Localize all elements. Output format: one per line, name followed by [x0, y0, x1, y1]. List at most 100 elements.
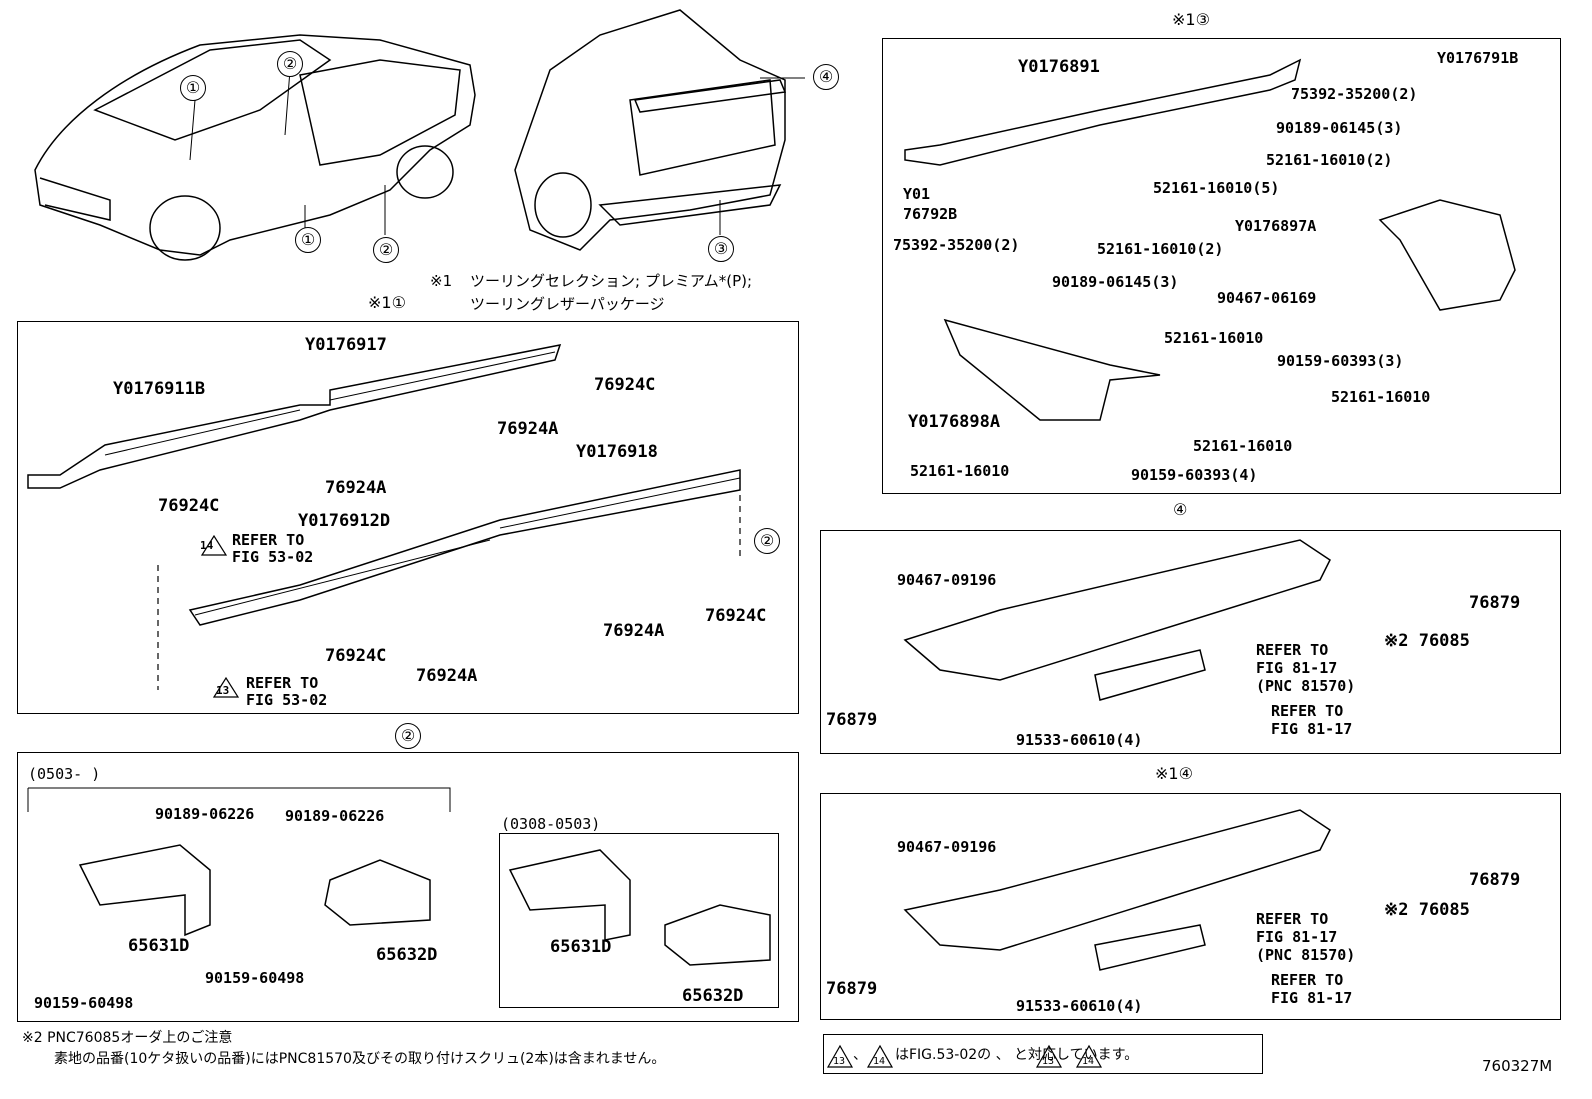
part-label: 52161-16010	[1193, 437, 1293, 455]
panel-a	[17, 321, 799, 714]
part-label: 76879	[1469, 593, 1521, 613]
panel-b	[882, 38, 1561, 494]
triangle-13-icon: 13	[1042, 1056, 1055, 1067]
part-label: ※2 76085	[1384, 631, 1470, 651]
panel-c-title: ④	[1173, 500, 1188, 519]
part-label: REFER TO	[1271, 702, 1344, 720]
triangle-14-icon: 14	[1082, 1056, 1095, 1067]
part-label: 90159-60498	[34, 994, 134, 1012]
part-label: 90159-60393(4)	[1131, 466, 1258, 484]
footnote1-mark: ※1	[430, 272, 453, 290]
callout-1-bottom: ①	[295, 227, 321, 253]
part-label: FIG 81-17	[1256, 928, 1338, 946]
part-label: 75392-35200(2)	[893, 236, 1020, 254]
part-label: ※2 76085	[1384, 900, 1470, 920]
refer-text: REFER TO	[232, 531, 305, 549]
part-label: FIG 81-17	[1271, 720, 1353, 738]
part-label: 65632D	[376, 945, 438, 965]
panel-e	[820, 793, 1561, 1020]
part-label: 75392-35200(2)	[1291, 85, 1418, 103]
callout-2-top: ②	[277, 51, 303, 77]
part-label: (PNC 81570)	[1256, 677, 1356, 695]
note3-box	[823, 1034, 1263, 1074]
part-label: Y0176917	[305, 335, 387, 355]
range-label: (0308-0503)	[501, 815, 601, 833]
part-label: 76879	[826, 710, 878, 730]
part-label: 90467-09196	[897, 571, 997, 589]
panel-e-title: ※1④	[1155, 764, 1193, 783]
triangle-13-icon: 13	[833, 1056, 846, 1067]
part-label: 65632D	[682, 986, 744, 1006]
panel-d-inset	[499, 833, 779, 1008]
drawing-number: 760327M	[1482, 1057, 1553, 1075]
part-label: 76792B	[903, 205, 958, 223]
part-label: REFER TO	[1256, 910, 1329, 928]
part-label: 76924C	[594, 375, 656, 395]
part-label: 52161-16010	[1331, 388, 1431, 406]
part-label: 76924C	[325, 646, 387, 666]
callout-1-top: ①	[180, 75, 206, 101]
refer-text: REFER TO	[246, 674, 319, 692]
callout-2-bottom: ②	[373, 237, 399, 263]
part-label: FIG 81-17	[1271, 989, 1353, 1007]
note3-text: はFIG.53-02の 、 と対応しています。	[895, 1047, 1139, 1063]
part-label: REFER TO	[1271, 971, 1344, 989]
part-label: 90467-09196	[897, 838, 997, 856]
part-label: Y01	[903, 185, 931, 203]
part-label: 52161-16010(5)	[1153, 179, 1280, 197]
panel-d-title: ②	[395, 723, 421, 749]
part-label: 76924C	[705, 606, 767, 626]
part-label: 91533-60610(4)	[1016, 731, 1143, 749]
part-label: 90189-06145(3)	[1052, 273, 1179, 291]
part-label: Y0176791B	[1437, 49, 1519, 67]
refer-fig: FIG 53-02	[246, 691, 328, 709]
part-label: 52161-16010(2)	[1266, 151, 1393, 169]
part-label: 52161-16010	[1164, 329, 1264, 347]
part-label: Y0176891	[1018, 57, 1100, 77]
part-label: 90189-06226	[155, 805, 255, 823]
part-label: 90159-60393(3)	[1277, 352, 1404, 370]
footnote1-line2: ツーリングレザーパッケージ	[470, 295, 665, 313]
part-label: Y0176897A	[1235, 217, 1317, 235]
callout-3-top: ③	[708, 236, 734, 262]
panel-b-title: ※1③	[1172, 10, 1210, 29]
panel-a-title: ※1①	[368, 293, 406, 312]
part-label: 90467-06169	[1217, 289, 1317, 307]
part-label: Y0176918	[576, 442, 658, 462]
refer-fig: FIG 53-02	[232, 548, 314, 566]
triangle-13-icon: 13	[216, 684, 230, 697]
part-label: 76924A	[497, 419, 559, 439]
callout-4-top: ④	[813, 64, 839, 90]
range-label: (0503- )	[28, 765, 101, 783]
part-label: 52161-16010	[910, 462, 1010, 480]
part-label: Y0176912D	[298, 511, 391, 531]
part-label: (PNC 81570)	[1256, 946, 1356, 964]
part-label: 90189-06145(3)	[1276, 119, 1403, 137]
part-label: 65631D	[550, 937, 612, 957]
note2-line2: 素地の品番(10ケタ扱いの品番)にはPNC81570及びその取り付けスクリュ(2…	[54, 1051, 666, 1067]
note3-sep: 、	[853, 1047, 867, 1063]
part-label: 90159-60498	[205, 969, 305, 987]
part-label: 76924A	[416, 666, 478, 686]
part-label: REFER TO	[1256, 641, 1329, 659]
panel-c	[820, 530, 1561, 754]
part-label: Y0176898A	[908, 412, 1001, 432]
part-label: 52161-16010(2)	[1097, 240, 1224, 258]
note2-line1: ※2 PNC76085オーダ上のご注意	[22, 1030, 233, 1046]
part-label: 65631D	[128, 936, 190, 956]
part-label: FIG 81-17	[1256, 659, 1338, 677]
footnote1-line1: ツーリングセレクション; プレミアム*(P);	[470, 272, 753, 290]
part-label: 76924C	[158, 496, 220, 516]
panel-d	[17, 752, 799, 1022]
part-label: 76924A	[603, 621, 665, 641]
part-label: 76924A	[325, 478, 387, 498]
part-label: 90189-06226	[285, 807, 385, 825]
callout-2-panel-a: ②	[754, 528, 780, 554]
part-label: 76879	[826, 979, 878, 999]
part-label: 91533-60610(4)	[1016, 997, 1143, 1015]
part-label: 76879	[1469, 870, 1521, 890]
triangle-14-icon: 14	[873, 1056, 886, 1067]
part-label: Y0176911B	[113, 379, 206, 399]
